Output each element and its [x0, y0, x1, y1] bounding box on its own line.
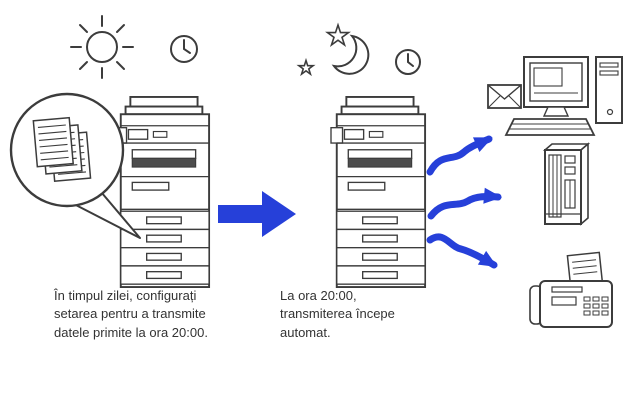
envelope-icon — [487, 84, 522, 109]
star-icon-large — [325, 22, 351, 47]
sun-icon — [70, 15, 134, 79]
computer-tower — [595, 56, 623, 124]
day-caption: În timpul zilei, configurați setarea pen… — [54, 287, 259, 342]
star-icon-small — [296, 57, 316, 77]
documents-callout — [9, 92, 141, 239]
computer — [487, 56, 623, 136]
arrow-to-computer — [426, 135, 493, 176]
transition-arrow — [218, 191, 296, 237]
document-stack — [32, 116, 92, 183]
night-caption-line: La ora 20:00, — [280, 288, 357, 303]
night-caption-line: transmiterea începe — [280, 306, 395, 322]
arrow-to-fax — [426, 233, 498, 269]
arrow-to-server — [427, 187, 502, 220]
moon-icon — [331, 34, 370, 75]
night-caption-line: automat. — [280, 324, 331, 340]
monitor — [523, 56, 589, 117]
fax-keypad — [583, 296, 609, 316]
night-sky — [296, 22, 370, 77]
keyboard — [504, 118, 596, 136]
fax-paper — [566, 251, 604, 287]
server — [542, 142, 591, 226]
day-caption-line: În timpul zilei, configurați — [54, 288, 197, 303]
day-caption-line: datele primite la ora 20:00. — [54, 324, 208, 340]
send-arrows — [426, 135, 502, 269]
clock-icon-night — [395, 49, 421, 75]
fax — [529, 251, 613, 328]
copier-night — [330, 96, 427, 288]
copier-day — [114, 96, 211, 288]
day-caption-line: setarea pentru a transmite — [54, 306, 206, 322]
night-caption: La ora 20:00, transmiterea începe automa… — [280, 287, 430, 342]
clock-icon-day — [170, 35, 198, 63]
